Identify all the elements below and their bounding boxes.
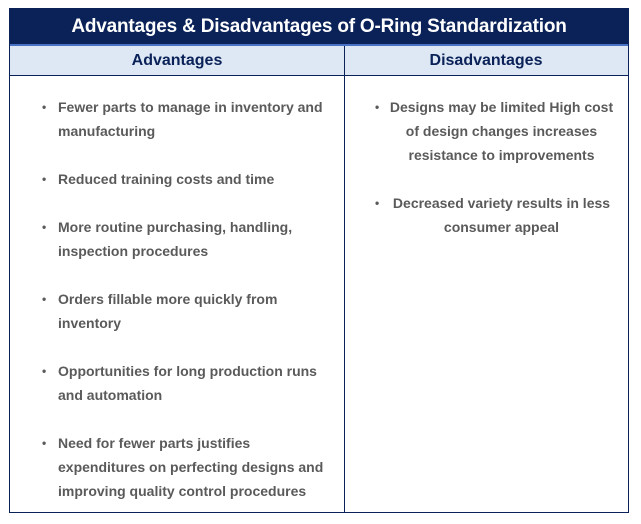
column-divider bbox=[344, 46, 345, 513]
bullet-icon: • bbox=[42, 100, 47, 114]
list-item: •Designs may be limited High cost of des… bbox=[345, 95, 628, 167]
list-item: •Orders fillable more quickly from inven… bbox=[10, 287, 344, 335]
list-item: •Opportunities for long production runs … bbox=[10, 359, 344, 407]
bullet-icon: • bbox=[375, 100, 380, 114]
bullet-icon: • bbox=[42, 364, 47, 378]
disadvantages-column: •Designs may be limited High cost of des… bbox=[345, 76, 628, 512]
list-item: •Decreased variety results in less consu… bbox=[345, 191, 628, 239]
bullet-icon: • bbox=[42, 292, 47, 306]
header-advantages: Advantages bbox=[131, 51, 223, 69]
bullet-icon: • bbox=[42, 172, 47, 186]
list-item: •More routine purchasing, handling, insp… bbox=[10, 215, 344, 263]
list-item: •Fewer parts to manage in inventory and … bbox=[10, 95, 344, 143]
table-title: Advantages & Disadvantages of O-Ring Sta… bbox=[10, 9, 628, 46]
bullet-icon: • bbox=[42, 436, 47, 450]
advantages-column: •Fewer parts to manage in inventory and … bbox=[10, 76, 344, 512]
list-item: •Need for fewer parts justifies expendit… bbox=[10, 431, 344, 503]
standardization-table: Advantages & Disadvantages of O-Ring Sta… bbox=[9, 8, 629, 513]
disadvantages-list: •Designs may be limited High cost of des… bbox=[345, 95, 628, 239]
advantages-list: •Fewer parts to manage in inventory and … bbox=[10, 95, 344, 503]
list-item: •Reduced training costs and time bbox=[10, 167, 344, 191]
table-header-row: Advantages Disadvantages bbox=[10, 46, 628, 76]
header-disadvantages: Disadvantages bbox=[429, 51, 543, 69]
bullet-icon: • bbox=[375, 196, 380, 210]
bullet-icon: • bbox=[42, 220, 47, 234]
